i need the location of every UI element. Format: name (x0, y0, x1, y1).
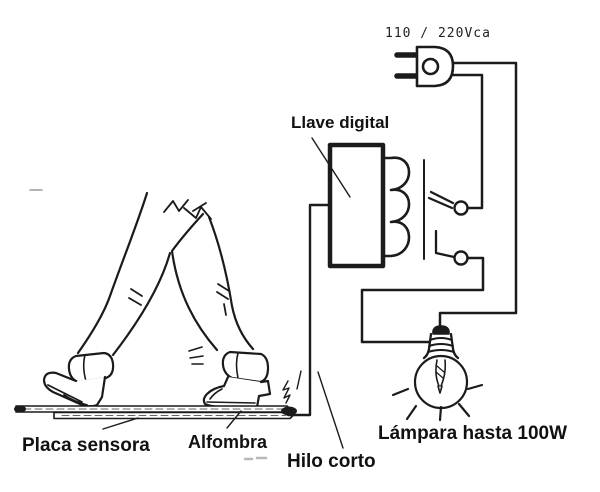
waist-sketch-marks (163, 199, 212, 220)
strain-squiggle (282, 370, 302, 404)
bulb-cap (432, 325, 450, 335)
mat-wire-junction (281, 406, 297, 416)
plug-hole (421, 57, 440, 76)
power-plug (394, 45, 455, 88)
back-knee-wrinkles (128, 288, 143, 306)
bulb-filament-hatch (435, 365, 445, 379)
bulb-screw-base (422, 332, 460, 360)
front-leg-inner (170, 212, 219, 352)
front-knee-wrinkles (216, 283, 230, 316)
wire-plug-to-contact (451, 73, 484, 210)
relay-coil (381, 156, 411, 258)
front-leg-outline (207, 215, 255, 351)
relay-contact-bottom (453, 250, 469, 266)
relay-armature (427, 190, 455, 210)
label-short-wire: Hilo corto (287, 451, 376, 472)
digital-switch-box (327, 142, 386, 269)
light-rays (391, 383, 484, 422)
label-sensor-plate: Placa sensora (22, 435, 150, 456)
lamp (391, 325, 484, 422)
leader-sensor-plate (102, 417, 139, 430)
back-sock-cuff (67, 351, 115, 384)
front-boot-sole (206, 388, 256, 404)
back-leg-inner (111, 251, 172, 357)
leader-digital-switch (311, 137, 351, 198)
bulb-screw-threads (427, 337, 455, 353)
relay (381, 156, 469, 266)
back-cuff-fold (82, 354, 87, 382)
front-ankle-wrinkles (188, 346, 204, 365)
back-boot-sole (47, 384, 88, 406)
wire-contact-to-lamp (360, 256, 485, 344)
relay-contact-top (453, 200, 469, 216)
mat-to-switch-wire (286, 203, 331, 417)
bulb-globe (413, 354, 469, 410)
leader-carpet (226, 410, 242, 429)
paper-artifacts (29, 189, 268, 461)
bulb-filament (435, 359, 447, 394)
person-legs (42, 191, 272, 409)
label-lamp: Lámpara hasta 100W (378, 423, 568, 444)
front-cuff-fold (235, 352, 239, 379)
leader-short-wire (317, 371, 344, 449)
mat-left-end-cap (14, 405, 26, 413)
wire-plug-to-lamp (438, 61, 518, 329)
label-digital-switch: Llave digital (291, 113, 390, 132)
back-leg-outline (76, 191, 149, 355)
circuit-wires (360, 61, 518, 344)
plug-prongs (394, 52, 419, 79)
leader-lines (102, 137, 351, 449)
label-power-voltage: 110 / 220Vca (385, 26, 491, 41)
sensor-mat (14, 370, 302, 420)
relay-fixed-contact-wire (434, 229, 456, 259)
label-carpet: Alfombra (188, 432, 268, 452)
